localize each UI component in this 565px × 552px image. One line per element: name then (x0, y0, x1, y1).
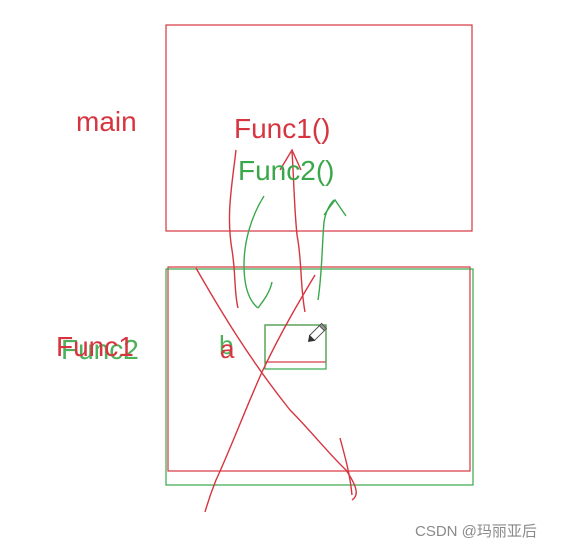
pencil-icon (307, 322, 328, 343)
func2-return-arrowhead (323, 198, 347, 217)
func2-call-tail (257, 281, 273, 309)
func1-frame-label: Func1 (56, 331, 134, 362)
func1-return-arrowhead (279, 148, 302, 171)
func2-call-label: Func2() (238, 155, 335, 186)
func2-frame-box (165, 268, 474, 486)
func1-frame-box (167, 266, 471, 472)
cross-stroke-c (339, 437, 353, 496)
variable-b-label: b (219, 330, 234, 360)
cross-stroke-b (204, 274, 316, 513)
watermark: CSDN @玛丽亚后 (415, 523, 537, 540)
main-frame-label: main (76, 106, 137, 137)
func2-frame-label: Func2 (61, 334, 139, 365)
variable-slot-green (264, 324, 327, 370)
func2-call-stroke (243, 195, 265, 309)
func1-call-label: Func1() (234, 113, 331, 144)
func1-return-stroke (291, 151, 306, 313)
func2-return-stroke (317, 199, 335, 301)
func1-call-stroke (228, 149, 239, 309)
variable-a-label: a (220, 334, 235, 364)
main-frame-box (165, 24, 473, 232)
cross-stroke-a (195, 267, 357, 501)
